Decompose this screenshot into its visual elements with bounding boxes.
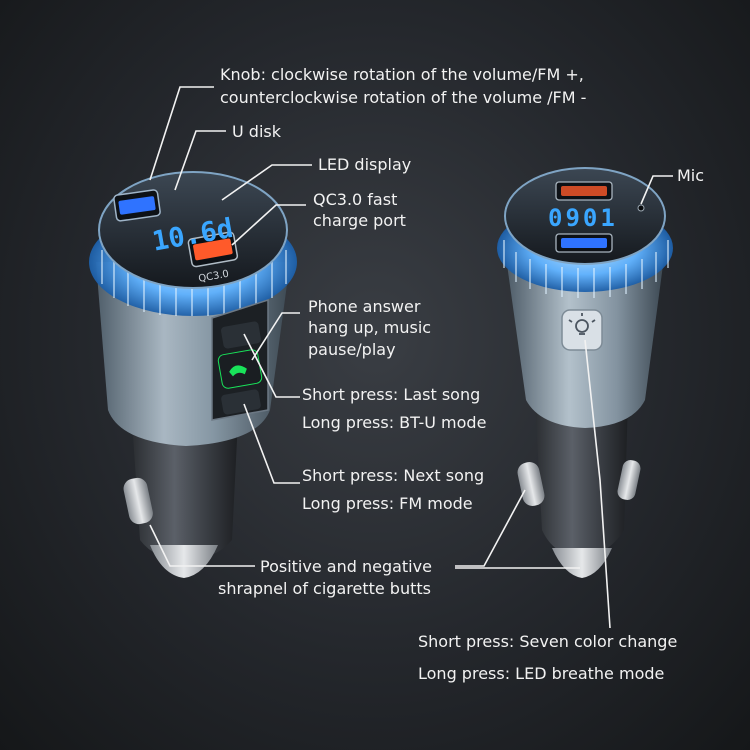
shrapnel-leader-right xyxy=(455,489,526,567)
right-plug xyxy=(535,400,628,556)
left-side-spring xyxy=(123,477,153,525)
left-plug-tip xyxy=(150,545,218,578)
left-next-button xyxy=(221,389,261,415)
last-song-short-label: Short press: Last song xyxy=(302,385,481,404)
led-leader xyxy=(221,164,312,201)
left-qc-port xyxy=(187,231,239,268)
qc-port-label-line1: QC3.0 fast xyxy=(313,190,398,209)
right-top-face xyxy=(504,167,666,265)
knob-label-line2: counterclockwise rotation of the volume … xyxy=(220,88,587,107)
phone-leader xyxy=(251,312,300,361)
right-plug-tip xyxy=(552,548,612,578)
mic-leader xyxy=(640,175,673,205)
left-usb-port xyxy=(113,189,161,222)
phone-label-line2: hang up, music xyxy=(308,318,432,337)
left-qc-port-label: QC3.0 xyxy=(198,269,230,285)
right-device: 0901 xyxy=(497,167,673,578)
phone-icon xyxy=(229,365,247,377)
qc-port-label-line2: charge port xyxy=(313,211,406,230)
left-plug xyxy=(132,420,238,560)
right-ring-ridges xyxy=(503,240,669,298)
left-prev-button xyxy=(221,321,261,349)
right-top-port-insert xyxy=(561,186,607,196)
right-bottom-port-insert xyxy=(561,238,607,248)
u-disk-label: U disk xyxy=(232,122,281,141)
u-disk-leader xyxy=(174,130,226,191)
light-leader xyxy=(584,339,611,629)
right-side-spring-2 xyxy=(617,460,641,500)
knob-leader xyxy=(149,86,214,181)
phone-label-line1: Phone answer xyxy=(308,297,421,316)
last-song-long-label: Long press: BT-U mode xyxy=(302,413,487,432)
last-leader xyxy=(243,333,300,398)
light-long-label: Long press: LED breathe mode xyxy=(418,664,665,683)
right-led-display: 0901 xyxy=(548,204,618,232)
qc-leader xyxy=(231,204,306,246)
next-song-long-label: Long press: FM mode xyxy=(302,494,473,513)
phone-label-line3: pause/play xyxy=(308,340,396,359)
left-device: QC3.0 10.6d xyxy=(89,171,297,578)
right-side-spring xyxy=(517,462,545,506)
light-short-label: Short press: Seven color change xyxy=(418,632,678,651)
light-button xyxy=(561,309,603,351)
shrapnel-leader-left xyxy=(149,524,255,567)
mic-label: Mic xyxy=(677,166,705,185)
next-leader xyxy=(243,403,300,484)
knob-label-line1: Knob: clockwise rotation of the volume/F… xyxy=(220,65,584,84)
shrapnel-label-line2: shrapnel of cigarette butts xyxy=(218,579,431,598)
callout-lines xyxy=(149,86,673,629)
led-display-label: LED display xyxy=(318,155,412,174)
mic-hole xyxy=(637,204,645,212)
bulb-icon xyxy=(568,313,596,335)
next-song-short-label: Short press: Next song xyxy=(302,466,485,485)
shrapnel-label-line1: Positive and negative xyxy=(260,557,432,576)
